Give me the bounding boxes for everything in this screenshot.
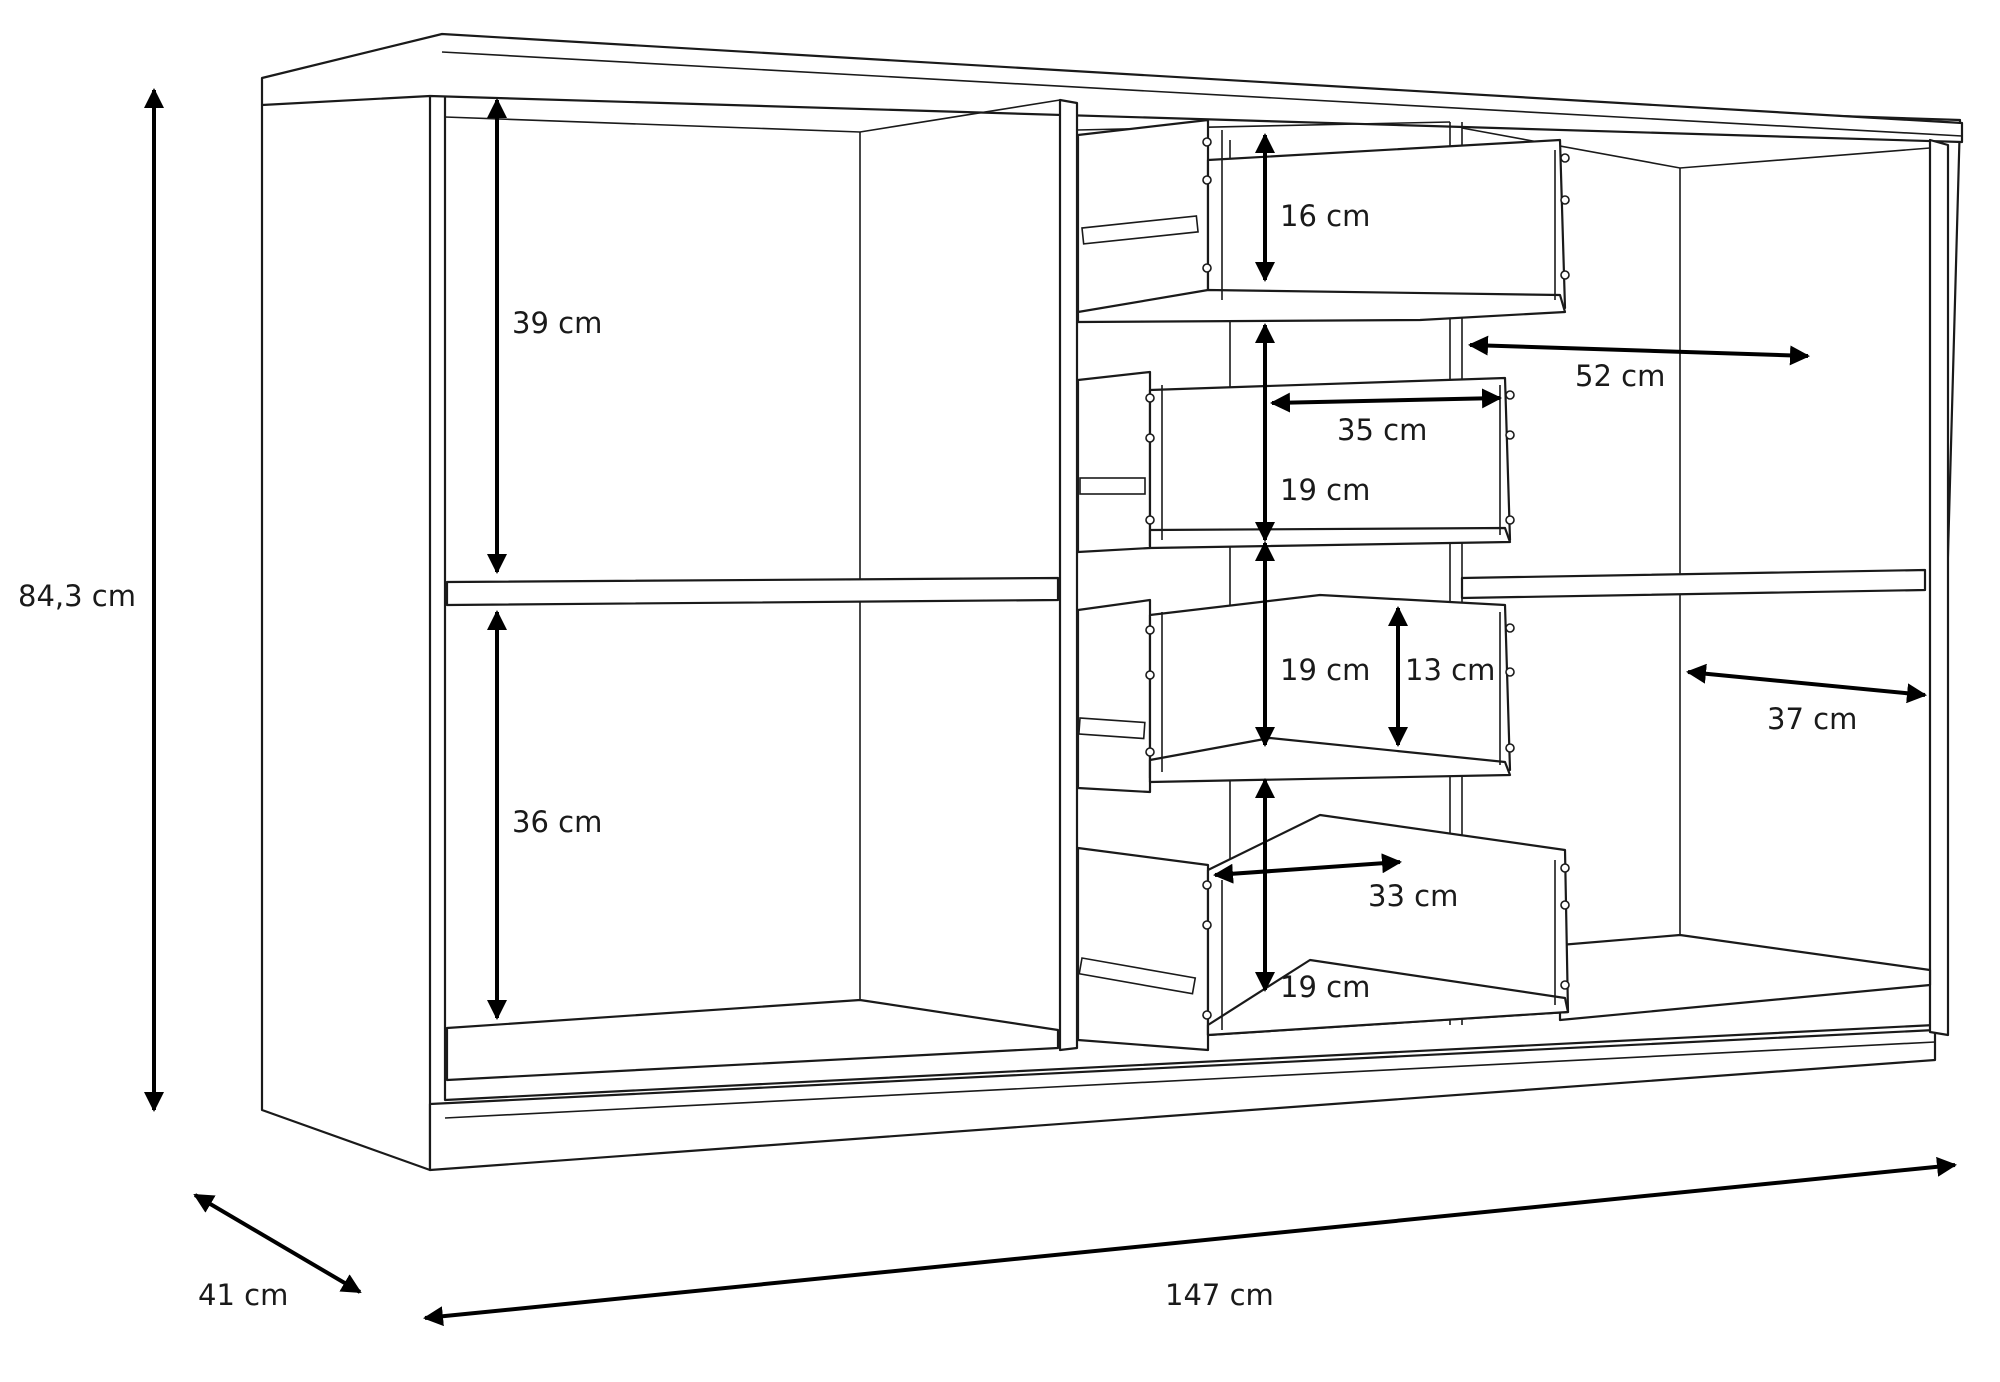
right-width-dim-line xyxy=(1468,335,1810,366)
left-upper-shelf-label: 39 cm xyxy=(512,306,602,340)
drawer-4-height-label: 19 cm xyxy=(1280,970,1370,1004)
left-middle-shelf xyxy=(445,576,1060,607)
right-width-label: 52 cm xyxy=(1575,359,1665,393)
drawer-4-width-label: 33 cm xyxy=(1368,879,1458,913)
left-lower-shelf-label: 36 cm xyxy=(512,805,602,839)
right-depth-label: 37 cm xyxy=(1767,702,1857,736)
drawer-2[interactable] xyxy=(1076,370,1515,554)
width-label: 147 cm xyxy=(1165,1278,1274,1312)
drawer-1[interactable] xyxy=(1076,118,1570,324)
depth-dim-line xyxy=(193,1193,362,1294)
drawer-2-width-line xyxy=(1270,388,1502,413)
left-side-panel xyxy=(260,68,432,1172)
dimension-lines xyxy=(144,88,1957,1327)
right-middle-shelf xyxy=(1460,568,1927,600)
left-divider xyxy=(1058,98,1079,1052)
top-slab xyxy=(260,32,1964,144)
drawer-1-height-label: 16 cm xyxy=(1280,199,1370,233)
drawer-2-height-label: 19 cm xyxy=(1280,473,1370,507)
height-label: 84,3 cm xyxy=(18,579,136,613)
depth-label: 41 cm xyxy=(198,1278,288,1312)
plinth xyxy=(428,1028,1937,1172)
drawer-3-height-label: 19 cm xyxy=(1280,653,1370,687)
dimension-labels: 84,3 cm 41 cm 147 cm 39 cm 36 cm 16 cm 1… xyxy=(18,199,1857,1312)
left-bottom-shelf xyxy=(445,998,1060,1082)
right-side-panel xyxy=(1928,138,1950,1037)
drawer-4-width-line xyxy=(1213,853,1402,884)
right-depth-dim-line xyxy=(1686,663,1927,704)
drawer-2-width-label: 35 cm xyxy=(1337,413,1427,447)
cabinet-body xyxy=(260,32,1964,1172)
drawer-3[interactable] xyxy=(1076,593,1515,794)
drawer-3-inner-height-label: 13 cm xyxy=(1405,653,1495,687)
width-dim-line xyxy=(423,1156,1957,1327)
